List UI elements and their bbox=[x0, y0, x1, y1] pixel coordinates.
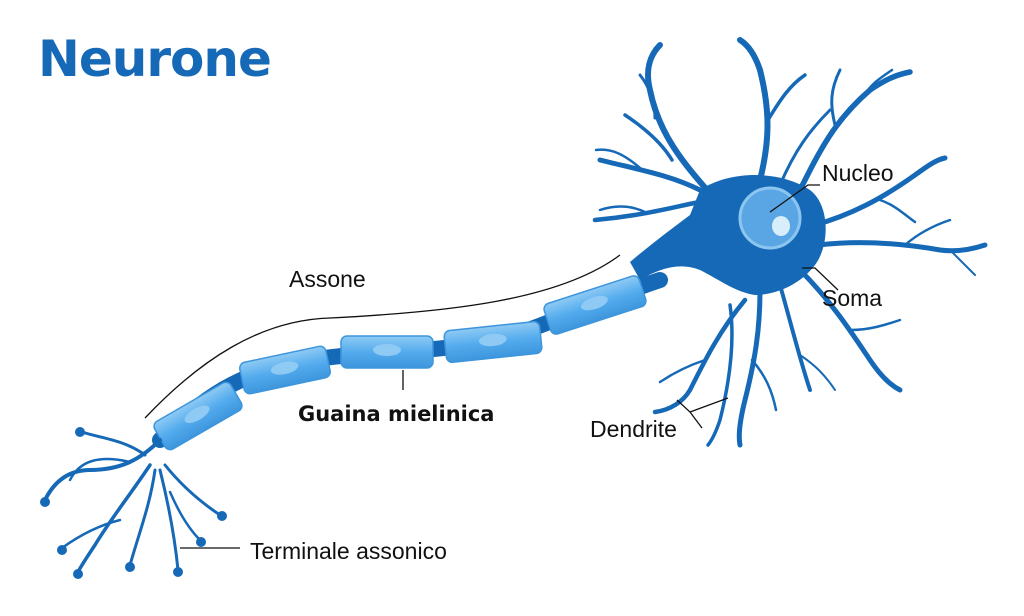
label-axon: Assone bbox=[289, 266, 366, 292]
axon-bracket-line bbox=[144, 254, 621, 419]
nucleus-leader bbox=[769, 184, 820, 213]
label-nucleus: Nucleo bbox=[822, 160, 894, 186]
label-myelin-sheath: Guaina mielinica bbox=[298, 402, 495, 426]
nucleolus bbox=[772, 216, 790, 236]
label-axon-terminal: Terminale assonico bbox=[250, 538, 447, 564]
synaptic-knobs bbox=[40, 427, 227, 579]
dendrite-leader bbox=[676, 397, 729, 429]
soma-leader bbox=[802, 267, 839, 291]
diagram-title: Neurone bbox=[38, 30, 272, 88]
label-dendrite: Dendrite bbox=[590, 416, 677, 442]
leader-lines bbox=[144, 184, 839, 549]
myelin-sheath bbox=[153, 275, 647, 451]
axon-terminals bbox=[43, 430, 222, 574]
label-soma: Soma bbox=[822, 285, 883, 311]
